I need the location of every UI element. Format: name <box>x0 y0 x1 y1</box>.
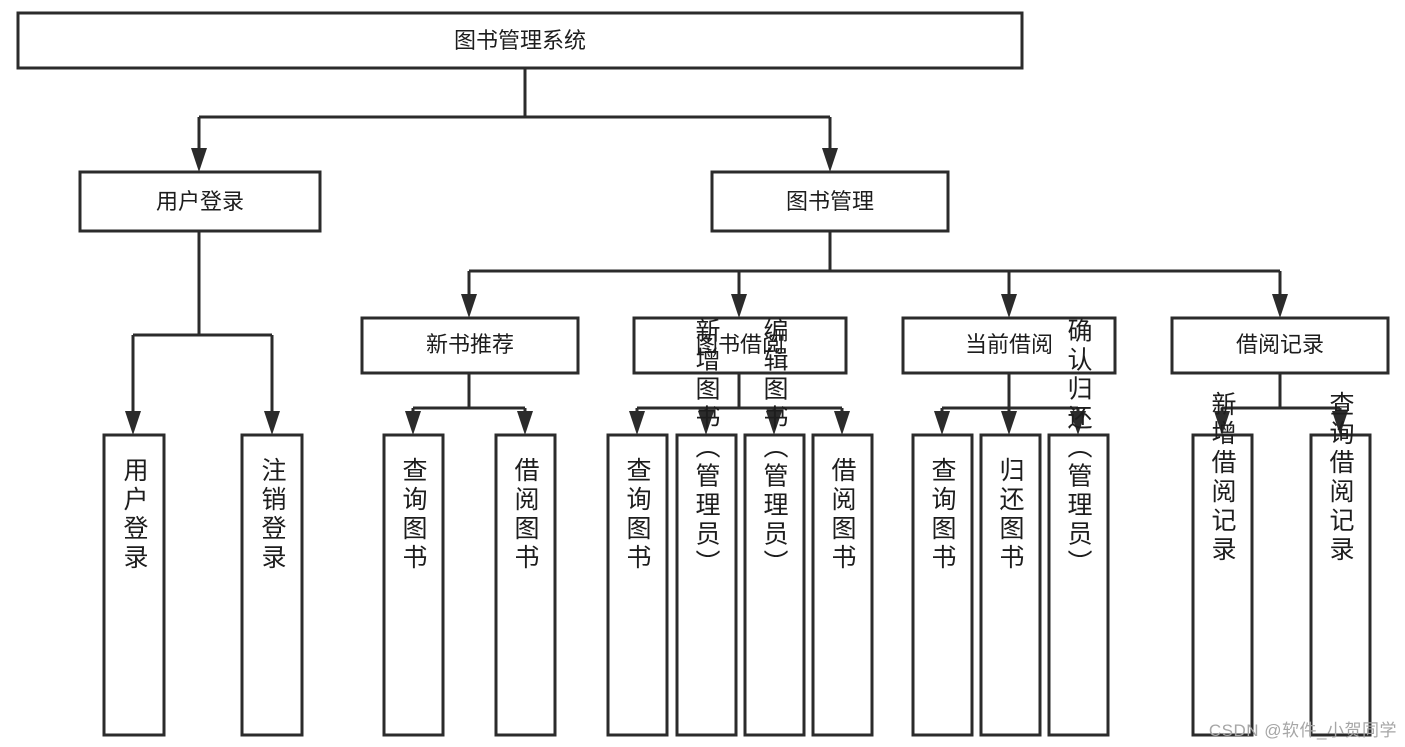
node-book-manage-box[interactable] <box>710 170 950 233</box>
node-user-login-label: 用户登录 <box>156 189 244 214</box>
node-book-borrow[interactable]: 图书借阅 <box>632 316 848 375</box>
arrow-head-leaf-query-book-1 <box>405 411 421 435</box>
node-leaf-logout[interactable]: 注销登录 <box>240 433 304 737</box>
node-leaf-user-login-box[interactable] <box>102 433 166 737</box>
node-leaf-query-book-3[interactable]: 查询图书 <box>911 433 974 737</box>
arrow-head-leaf-add-record <box>1214 411 1230 435</box>
node-leaf-edit-book-box[interactable] <box>743 433 806 737</box>
connector-layer <box>125 68 1348 435</box>
node-leaf-add-record-label: 新增借阅记录 <box>1208 391 1237 565</box>
node-leaf-user-login-label: 用户登录 <box>120 457 149 573</box>
watermark: CSDN @软件_小贺同学 <box>1208 721 1397 740</box>
arrow-head-leaf-query-book-3 <box>934 411 950 435</box>
arrow-head-leaf-add-book <box>698 411 714 435</box>
arrow-head-user-login <box>191 148 207 172</box>
node-leaf-add-book-label: 新增图书（管理员） <box>692 318 721 579</box>
node-current-borrow-box[interactable] <box>901 316 1117 375</box>
node-book-manage[interactable]: 图书管理 <box>710 170 950 233</box>
node-new-book-rec-box[interactable] <box>360 316 580 375</box>
node-root[interactable]: 图书管理系统 <box>16 11 1024 70</box>
node-leaf-return-book-label: 归还图书 <box>996 457 1025 573</box>
node-leaf-return-book[interactable]: 归还图书 <box>979 433 1042 737</box>
node-leaf-return-book-box[interactable] <box>979 433 1042 737</box>
arrow-head-book-borrow <box>731 294 747 318</box>
node-leaf-query-book-3-label: 查询图书 <box>928 457 957 573</box>
node-new-book-rec[interactable]: 新书推荐 <box>360 316 580 375</box>
arrow-head-leaf-query-record <box>1332 411 1348 435</box>
node-leaf-add-book[interactable]: 新增图书（管理员） <box>675 318 738 737</box>
node-book-borrow-box[interactable] <box>632 316 848 375</box>
node-leaf-edit-book[interactable]: 编辑图书（管理员） <box>743 318 806 737</box>
node-leaf-query-book-2[interactable]: 查询图书 <box>606 433 669 737</box>
node-leaf-query-record-box[interactable] <box>1309 433 1372 737</box>
node-root-label: 图书管理系统 <box>454 28 586 53</box>
node-current-borrow[interactable]: 当前借阅 <box>901 316 1117 375</box>
arrow-head-leaf-logout <box>264 411 280 435</box>
node-leaf-borrow-book-1[interactable]: 借阅图书 <box>494 433 557 737</box>
node-leaf-user-login[interactable]: 用户登录 <box>102 433 166 737</box>
arrow-head-leaf-edit-book <box>766 411 782 435</box>
node-user-login-box[interactable] <box>78 170 322 233</box>
node-leaf-borrow-book-1-label: 借阅图书 <box>511 457 540 573</box>
node-leaf-query-book-1[interactable]: 查询图书 <box>382 433 445 737</box>
node-leaf-query-book-2-label: 查询图书 <box>623 457 652 573</box>
arrow-head-book-manage <box>822 148 838 172</box>
node-leaf-query-book-2-box[interactable] <box>606 433 669 737</box>
node-book-borrow-label: 图书借阅 <box>696 332 784 357</box>
arrow-head-leaf-return-book <box>1001 411 1017 435</box>
node-leaf-logout-box[interactable] <box>240 433 304 737</box>
arrow-head-leaf-user-login <box>125 411 141 435</box>
node-leaf-query-book-1-label: 查询图书 <box>399 457 428 573</box>
node-borrow-record-box[interactable] <box>1170 316 1390 375</box>
arrow-head-current-borrow <box>1001 294 1017 318</box>
node-borrow-record-label: 借阅记录 <box>1236 332 1324 357</box>
node-leaf-confirm-return-box[interactable] <box>1047 433 1110 737</box>
arrow-head-borrow-record <box>1272 294 1288 318</box>
node-leaf-add-record-box[interactable] <box>1191 433 1254 737</box>
node-user-login[interactable]: 用户登录 <box>78 170 322 233</box>
arrow-head-leaf-borrow-book-1 <box>517 411 533 435</box>
node-leaf-query-record[interactable]: 查询借阅记录 <box>1309 391 1372 737</box>
node-leaf-query-book-1-box[interactable] <box>382 433 445 737</box>
node-leaf-confirm-return[interactable]: 确认归还（管理员） <box>1047 318 1110 737</box>
node-leaf-edit-book-label: 编辑图书（管理员） <box>760 318 789 579</box>
node-leaf-query-record-label: 查询借阅记录 <box>1326 391 1355 565</box>
arrow-head-new-book-rec <box>461 294 477 318</box>
node-book-manage-label: 图书管理 <box>786 189 874 214</box>
node-leaf-borrow-book-1-box[interactable] <box>494 433 557 737</box>
arrow-head-leaf-query-book-2 <box>629 411 645 435</box>
node-leaf-add-record[interactable]: 新增借阅记录 <box>1191 391 1254 737</box>
node-current-borrow-label: 当前借阅 <box>965 332 1053 357</box>
node-borrow-record[interactable]: 借阅记录 <box>1170 316 1390 375</box>
node-leaf-confirm-return-label: 确认归还（管理员） <box>1064 318 1093 579</box>
node-root-box[interactable] <box>16 11 1024 70</box>
arrow-head-leaf-confirm-return <box>1070 411 1086 435</box>
node-leaf-borrow-book-2-box[interactable] <box>811 433 874 737</box>
node-leaf-borrow-book-2[interactable]: 借阅图书 <box>811 433 874 737</box>
node-new-book-rec-label: 新书推荐 <box>426 332 514 357</box>
node-leaf-query-book-3-box[interactable] <box>911 433 974 737</box>
node-leaf-logout-label: 注销登录 <box>258 457 287 573</box>
node-leaf-add-book-box[interactable] <box>675 433 738 737</box>
arrow-head-leaf-borrow-book-2 <box>834 411 850 435</box>
node-leaf-borrow-book-2-label: 借阅图书 <box>828 457 857 573</box>
